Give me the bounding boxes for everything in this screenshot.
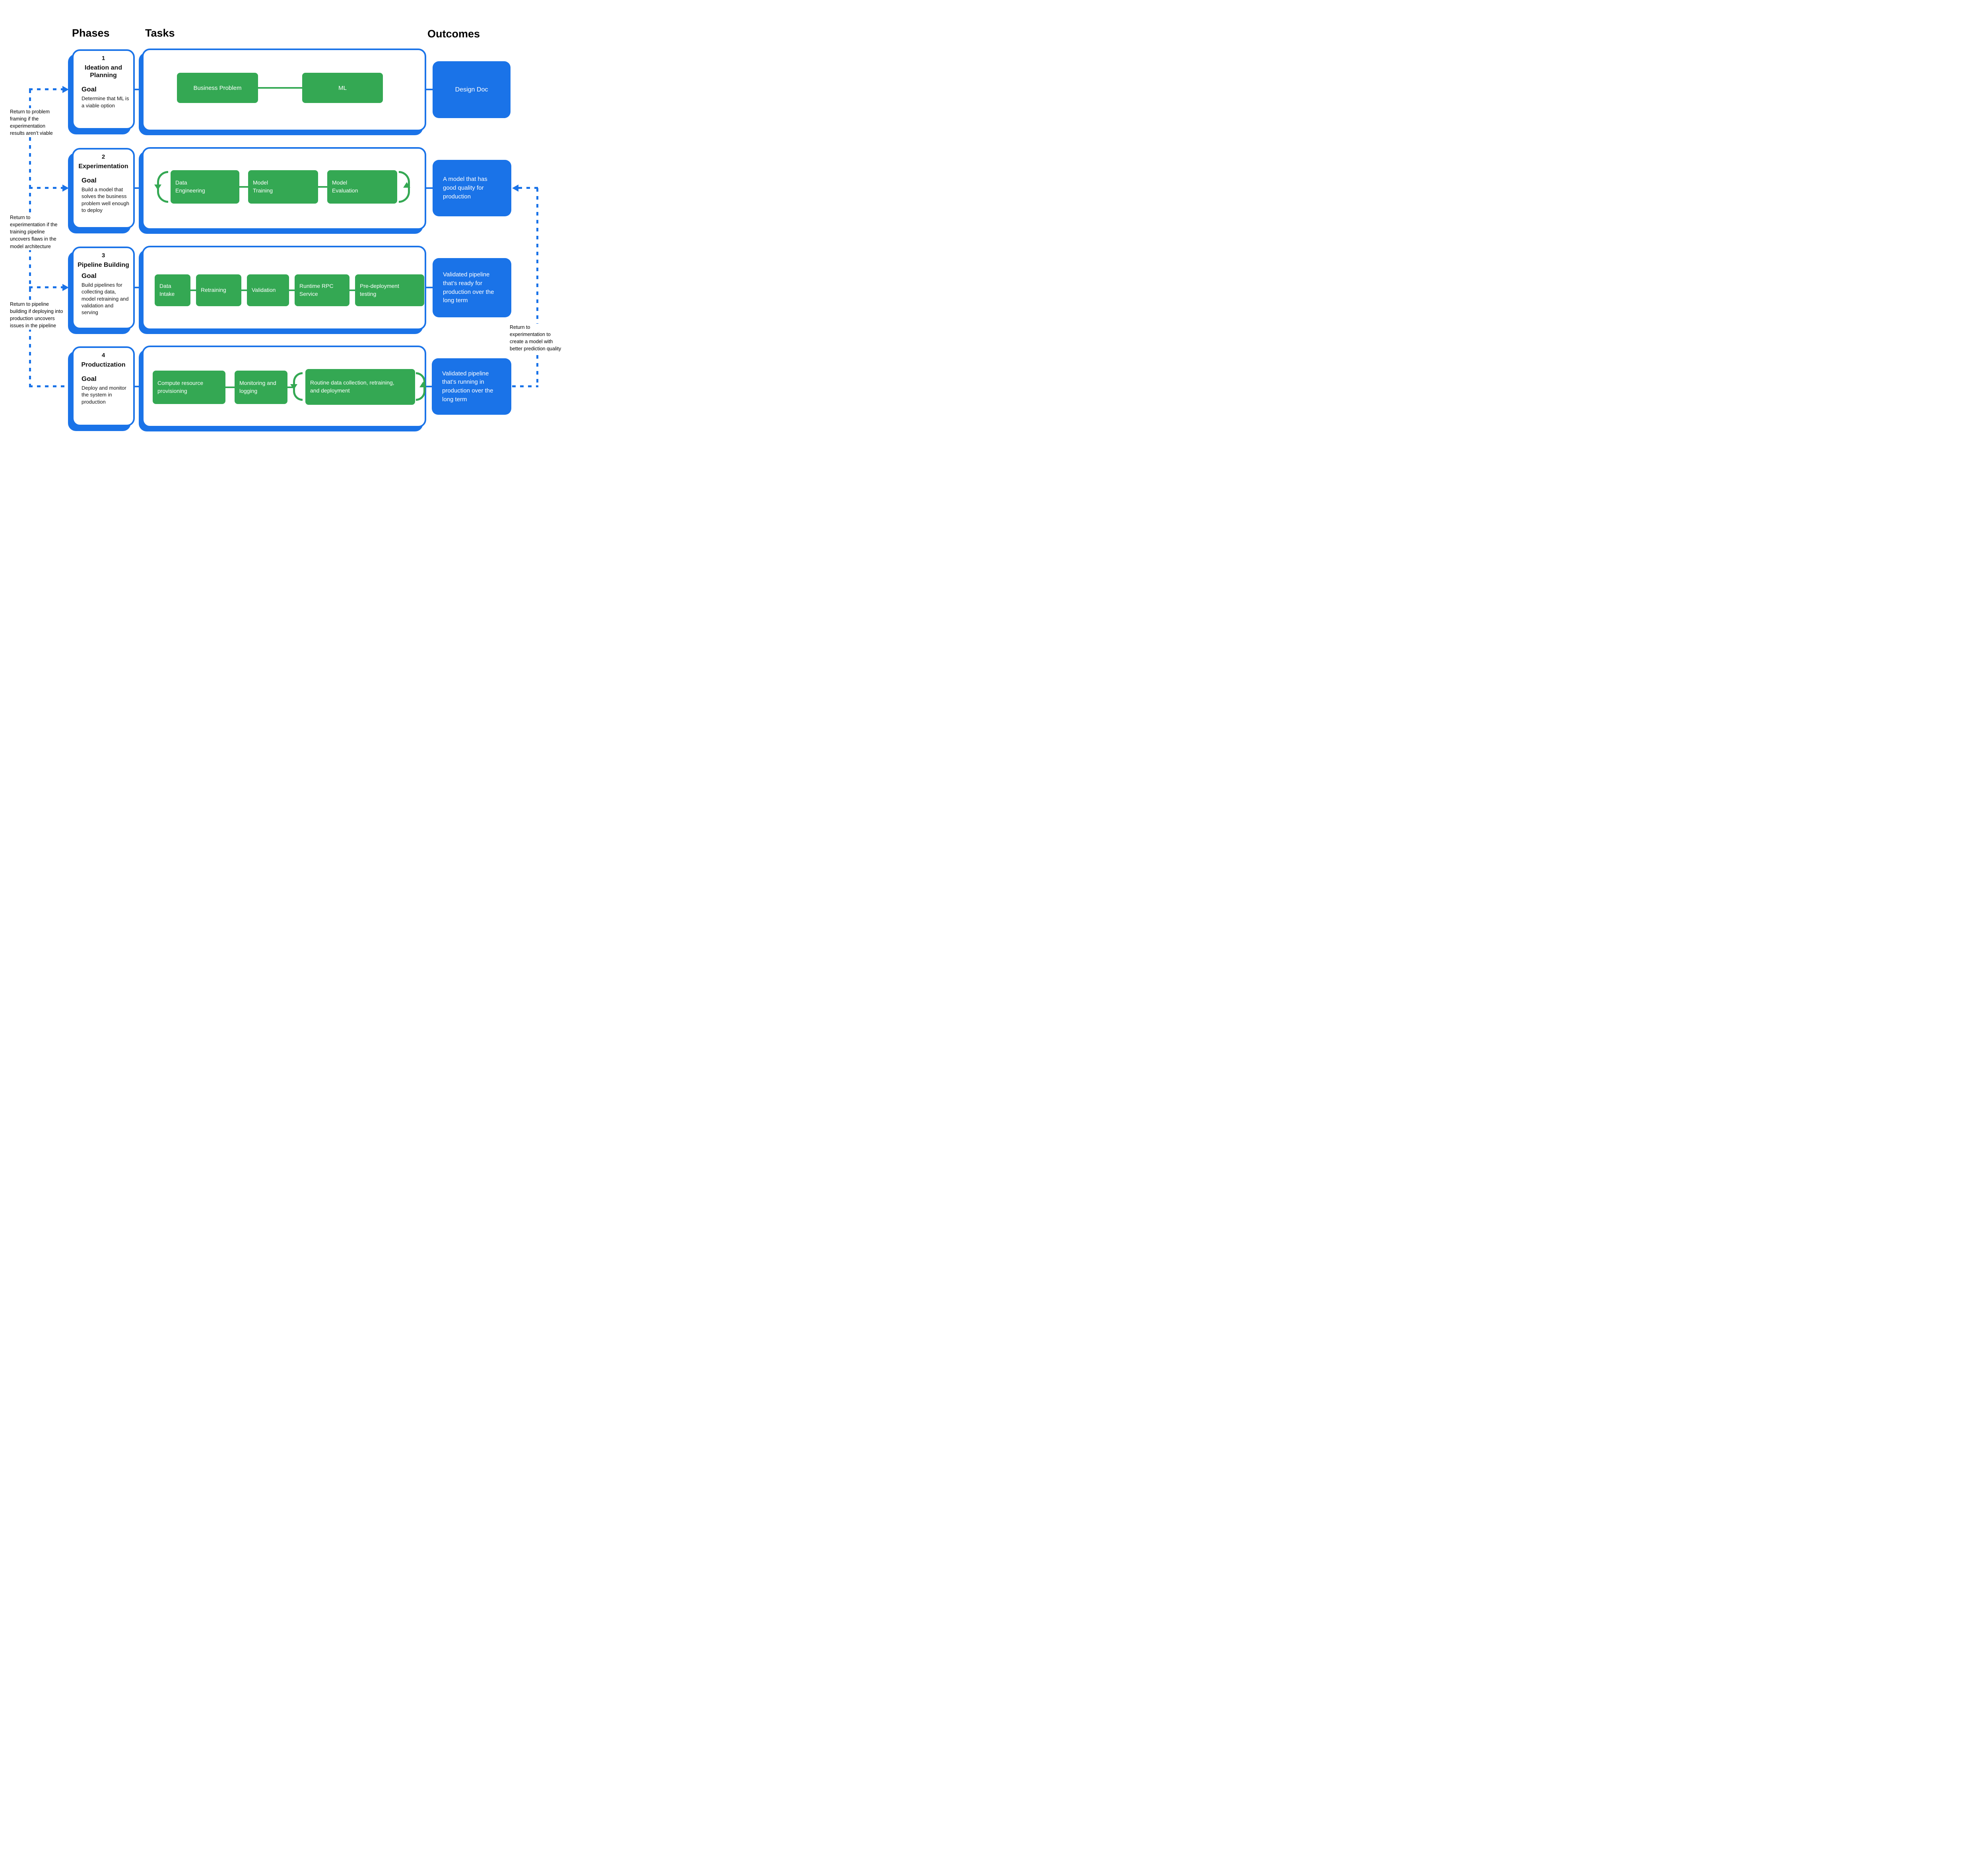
- outcome-pipeline-in-production: Validated pipeline that’s running in pro…: [432, 358, 511, 415]
- return-to-phase2-line: [29, 187, 62, 189]
- note-return-for-better-prediction: Return to experimentation to create a mo…: [510, 324, 564, 353]
- return-to-phase3-line: [29, 286, 62, 288]
- return-to-phase3-arrow-icon: [62, 284, 69, 291]
- to-outcome2-arrow-icon: [512, 185, 518, 192]
- task-connector: [239, 186, 248, 188]
- loop-arrow-up-icon: [419, 382, 427, 387]
- tasks-container-row3: Data Intake Retraining Validation Runtim…: [142, 246, 426, 330]
- phase2-goal-text: Build a model that solves the business p…: [82, 186, 129, 214]
- phase3-tasks-connector: [135, 287, 142, 288]
- task-monitoring-and-logging: Monitoring and logging: [235, 371, 287, 404]
- task-connector: [241, 289, 247, 291]
- phase4-title: Productization: [81, 361, 126, 368]
- outcome-design-doc: Design Doc: [433, 61, 511, 118]
- phase2-tasks-connector: [135, 187, 142, 189]
- task-business-problem: Business Problem: [177, 73, 258, 103]
- tasks4-outcome-connector: [426, 386, 433, 387]
- task-compute-resource-provisioning: Compute resource provisioning: [153, 371, 225, 404]
- phase4-goal-text: Deploy and monitor the system in product…: [82, 385, 126, 405]
- tasks-column-header: Tasks: [145, 27, 175, 39]
- note-return-to-pipeline-building: Return to pipeline building if deploying…: [10, 301, 66, 330]
- tasks3-outcome-connector: [426, 287, 433, 288]
- phase4-number: 4: [101, 352, 105, 359]
- phase1-title: Ideation and Planning: [84, 64, 122, 79]
- phase-card-ideation: 1 Ideation and Planning Goal Determine t…: [72, 49, 135, 130]
- phase1-goal-text: Determine that ML is a viable option: [82, 95, 129, 109]
- phase-card-productization: 4 Productization Goal Deploy and monitor…: [72, 346, 135, 426]
- phase3-goal-label: Goal: [82, 272, 97, 280]
- task-connector: [190, 289, 196, 291]
- note-return-to-experimentation: Return to experimentation if the trainin…: [10, 214, 66, 250]
- from-outcome4-line: [512, 385, 538, 387]
- outcomes-column-header: Outcomes: [427, 28, 480, 40]
- phase-card-experimentation: 2 Experimentation Goal Build a model tha…: [72, 148, 135, 229]
- note-return-to-problem-framing: Return to problem framing if the experim…: [10, 108, 61, 137]
- phase3-title: Pipeline Building: [78, 262, 129, 268]
- task-model-evaluation: Model Evaluation: [327, 170, 397, 204]
- from-phase4-line: [29, 385, 68, 387]
- task-retraining: Retraining: [196, 274, 241, 306]
- task-connector: [349, 289, 355, 291]
- task-ml: ML: [302, 73, 383, 103]
- phase2-goal-label: Goal: [82, 177, 97, 185]
- task-data-intake: Data Intake: [155, 274, 190, 306]
- loop-arrow-down-icon: [290, 384, 297, 390]
- tasks2-outcome-connector: [426, 187, 433, 189]
- task-validation: Validation: [247, 274, 289, 306]
- task-connector: [318, 186, 327, 188]
- task-connector: [258, 87, 302, 89]
- task-runtime-rpc-service: Runtime RPC Service: [295, 274, 349, 306]
- phase4-goal-label: Goal: [82, 375, 97, 383]
- outcome-good-model: A model that has good quality for produc…: [433, 160, 511, 216]
- tasks-container-row2: Data Engineering Model Training Model Ev…: [142, 147, 426, 230]
- return-to-phase1-line: [29, 88, 62, 90]
- to-outcome2-line: [518, 187, 538, 189]
- return-to-phase1-arrow-icon: [62, 86, 69, 93]
- phase4-tasks-connector: [135, 386, 142, 387]
- phase3-number: 3: [101, 252, 105, 259]
- task-pre-deployment-testing: Pre-deployment testing: [355, 274, 424, 306]
- phase3-goal-text: Build pipelines for collecting data, mod…: [82, 282, 129, 316]
- outcome-validated-pipeline-ready: Validated pipeline that’s ready for prod…: [433, 258, 511, 317]
- task-routine-data-collection: Routine data collection, retraining, and…: [305, 369, 415, 405]
- task-data-engineering: Data Engineering: [171, 170, 239, 204]
- return-to-phase2-arrow-icon: [62, 185, 69, 192]
- tasks-container-row1: Business Problem ML: [142, 49, 426, 131]
- phase-card-pipeline-building: 3 Pipeline Building Goal Build pipelines…: [72, 247, 135, 329]
- right-return-path-line: [536, 188, 538, 387]
- phases-column-header: Phases: [72, 27, 110, 39]
- ml-workflow-diagram: Phases Tasks Outcomes 1 Ideation and Pla…: [0, 0, 564, 465]
- phase1-goal-label: Goal: [82, 85, 97, 93]
- phase1-tasks-connector: [135, 89, 142, 90]
- phase1-number: 1: [101, 55, 105, 62]
- tasks-container-row4: Compute resource provisioning Monitoring…: [142, 346, 427, 427]
- task-connector: [225, 387, 235, 388]
- loop-arrow-up-icon: [403, 182, 410, 188]
- task-connector: [289, 289, 295, 291]
- phase2-number: 2: [101, 153, 105, 160]
- loop-arrow-down-icon: [154, 185, 161, 190]
- phase2-title: Experimentation: [78, 163, 128, 170]
- tasks1-outcome-connector: [426, 89, 433, 90]
- task-model-training: Model Training: [248, 170, 318, 204]
